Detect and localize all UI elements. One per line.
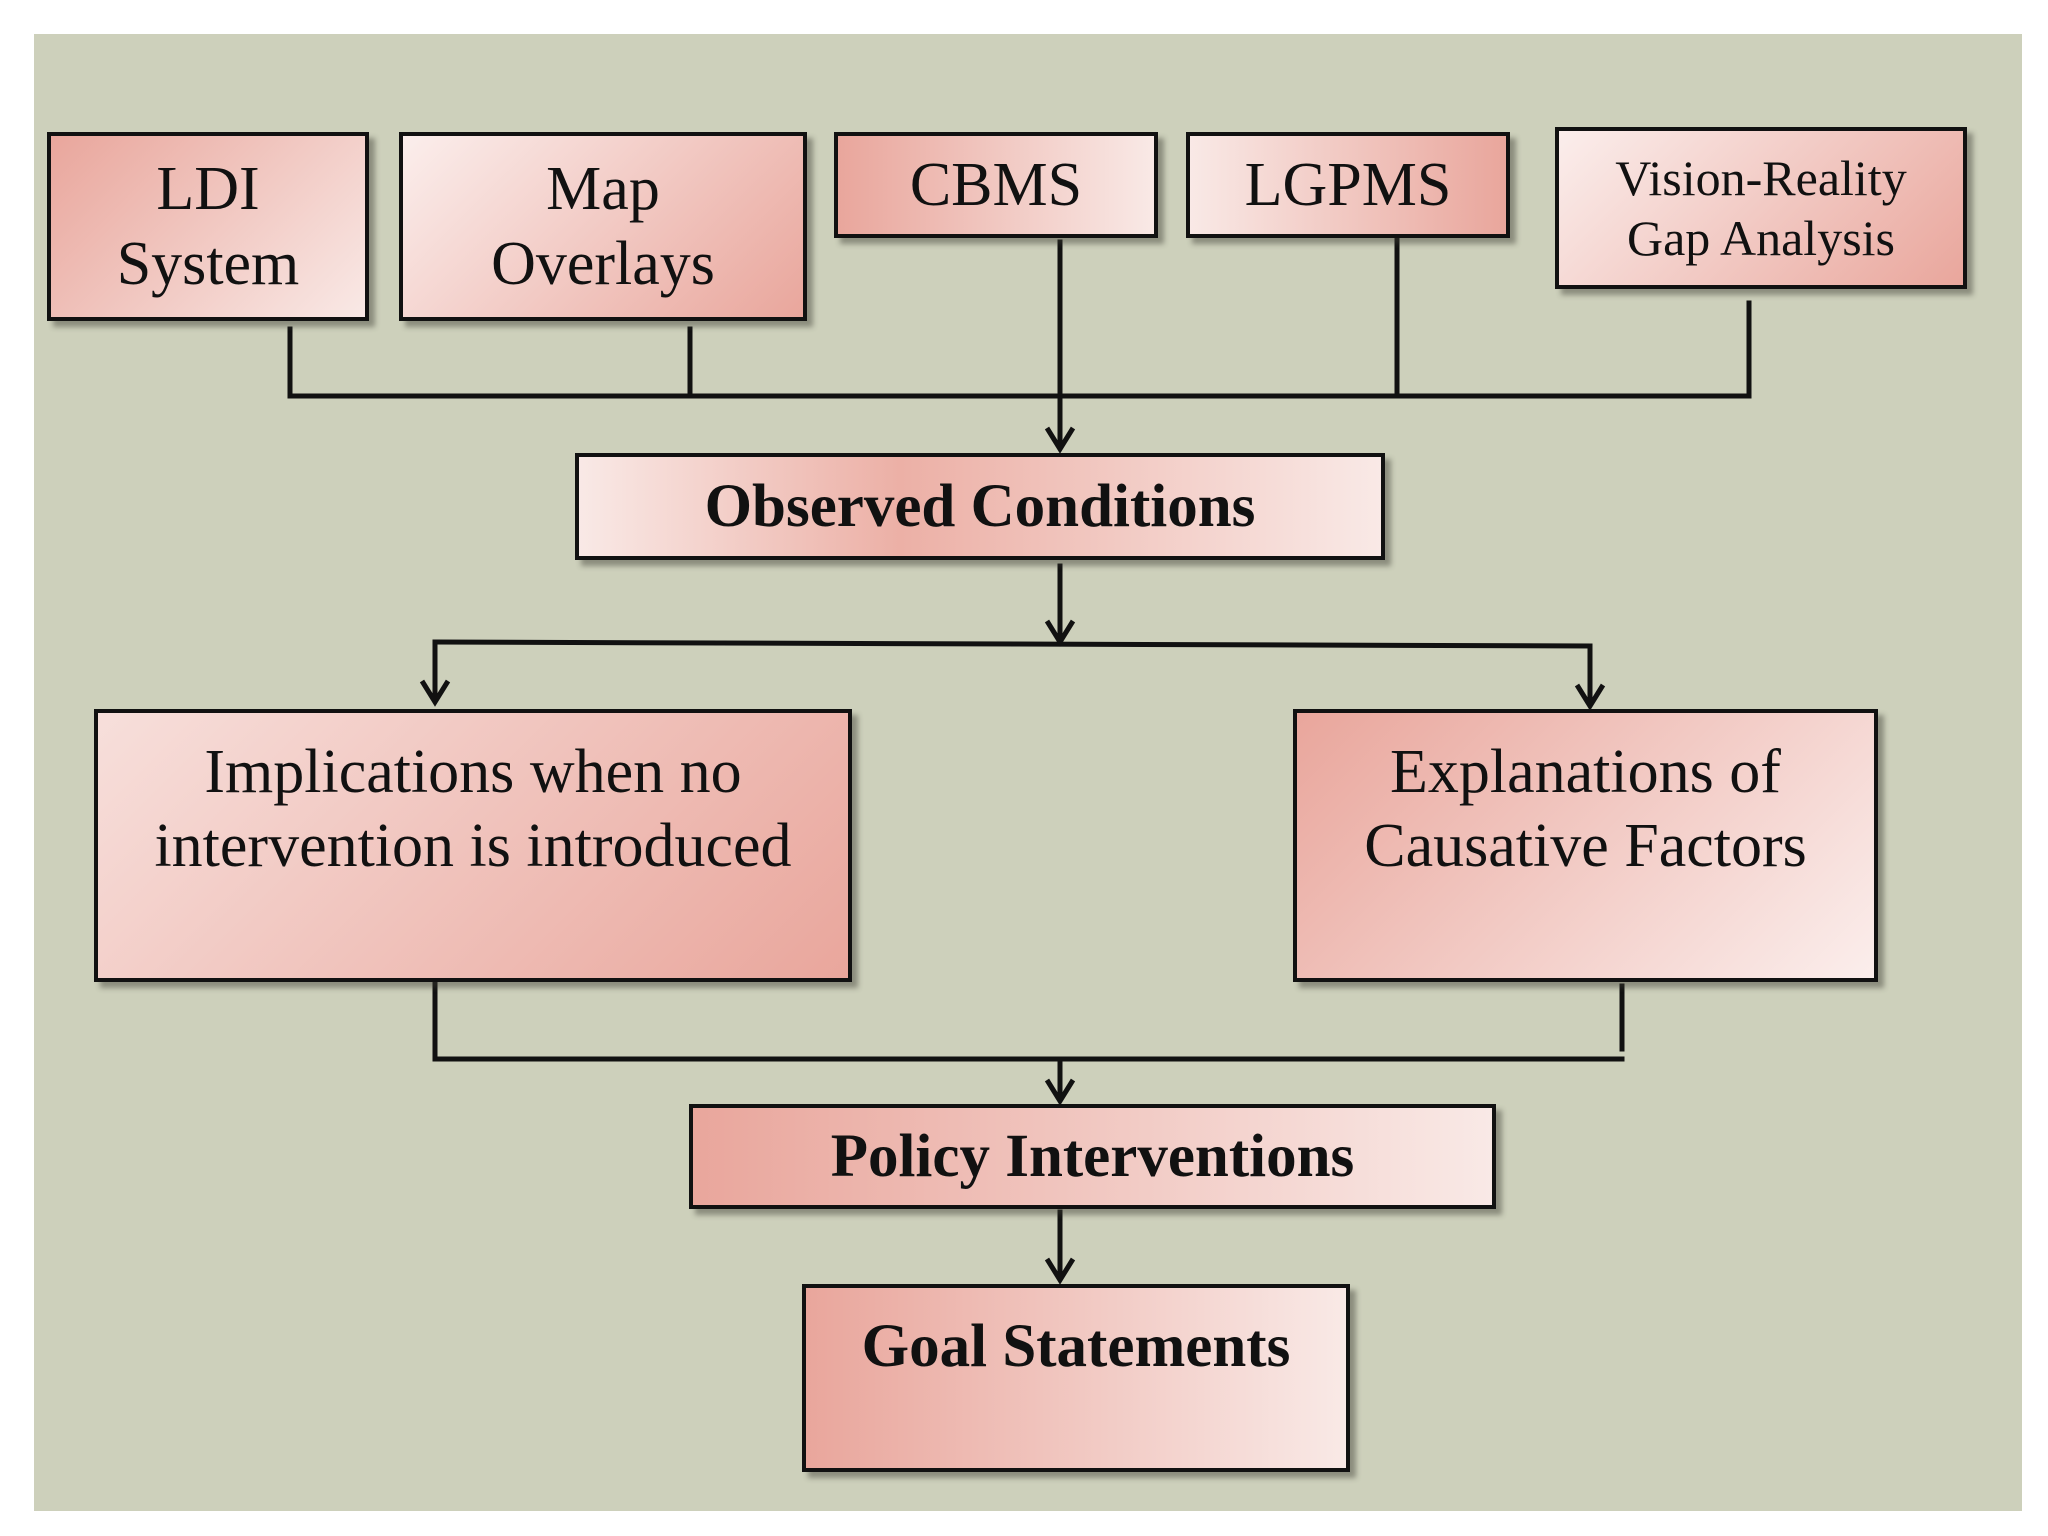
arrowhead-to-explanations	[1574, 683, 1606, 711]
vision-reality-gap-label: Vision-Reality Gap Analysis	[1615, 150, 1907, 266]
implications-box: Implications when no intervention is int…	[94, 709, 852, 982]
observed-conditions-label: Observed Conditions	[704, 472, 1256, 540]
observed-conditions-box: Observed Conditions	[575, 453, 1385, 560]
explanations-box: Explanations of Causative Factors	[1293, 709, 1878, 982]
connector-split-bus	[432, 639, 1593, 649]
vision-reality-gap-box: Vision-Reality Gap Analysis	[1555, 127, 1967, 289]
map-overlays-label: Map Overlays	[491, 155, 715, 298]
map-overlays-box: Map Overlays	[399, 132, 807, 321]
ldi-system-box: LDI System	[47, 132, 369, 321]
goal-statements-box: Goal Statements	[802, 1284, 1350, 1472]
ldi-system-label: LDI System	[116, 155, 300, 298]
explanations-label: Explanations of Causative Factors	[1364, 738, 1807, 881]
goal-statements-label: Goal Statements	[861, 1313, 1291, 1380]
cbms-box: CBMS	[834, 132, 1158, 238]
policy-interventions-label: Policy Interventions	[830, 1122, 1355, 1190]
lgpms-box: LGPMS	[1186, 132, 1510, 238]
lgpms-label: LGPMS	[1244, 150, 1452, 219]
implications-label: Implications when no intervention is int…	[154, 738, 792, 881]
cbms-label: CBMS	[909, 150, 1083, 219]
arrowhead-to-observed	[1044, 426, 1076, 454]
arrowhead-to-split	[1044, 619, 1076, 647]
arrowhead-to-implications	[419, 679, 451, 707]
arrowhead-to-policy	[1044, 1078, 1076, 1106]
arrowhead-to-goal	[1044, 1257, 1076, 1285]
policy-interventions-box: Policy Interventions	[689, 1104, 1496, 1209]
